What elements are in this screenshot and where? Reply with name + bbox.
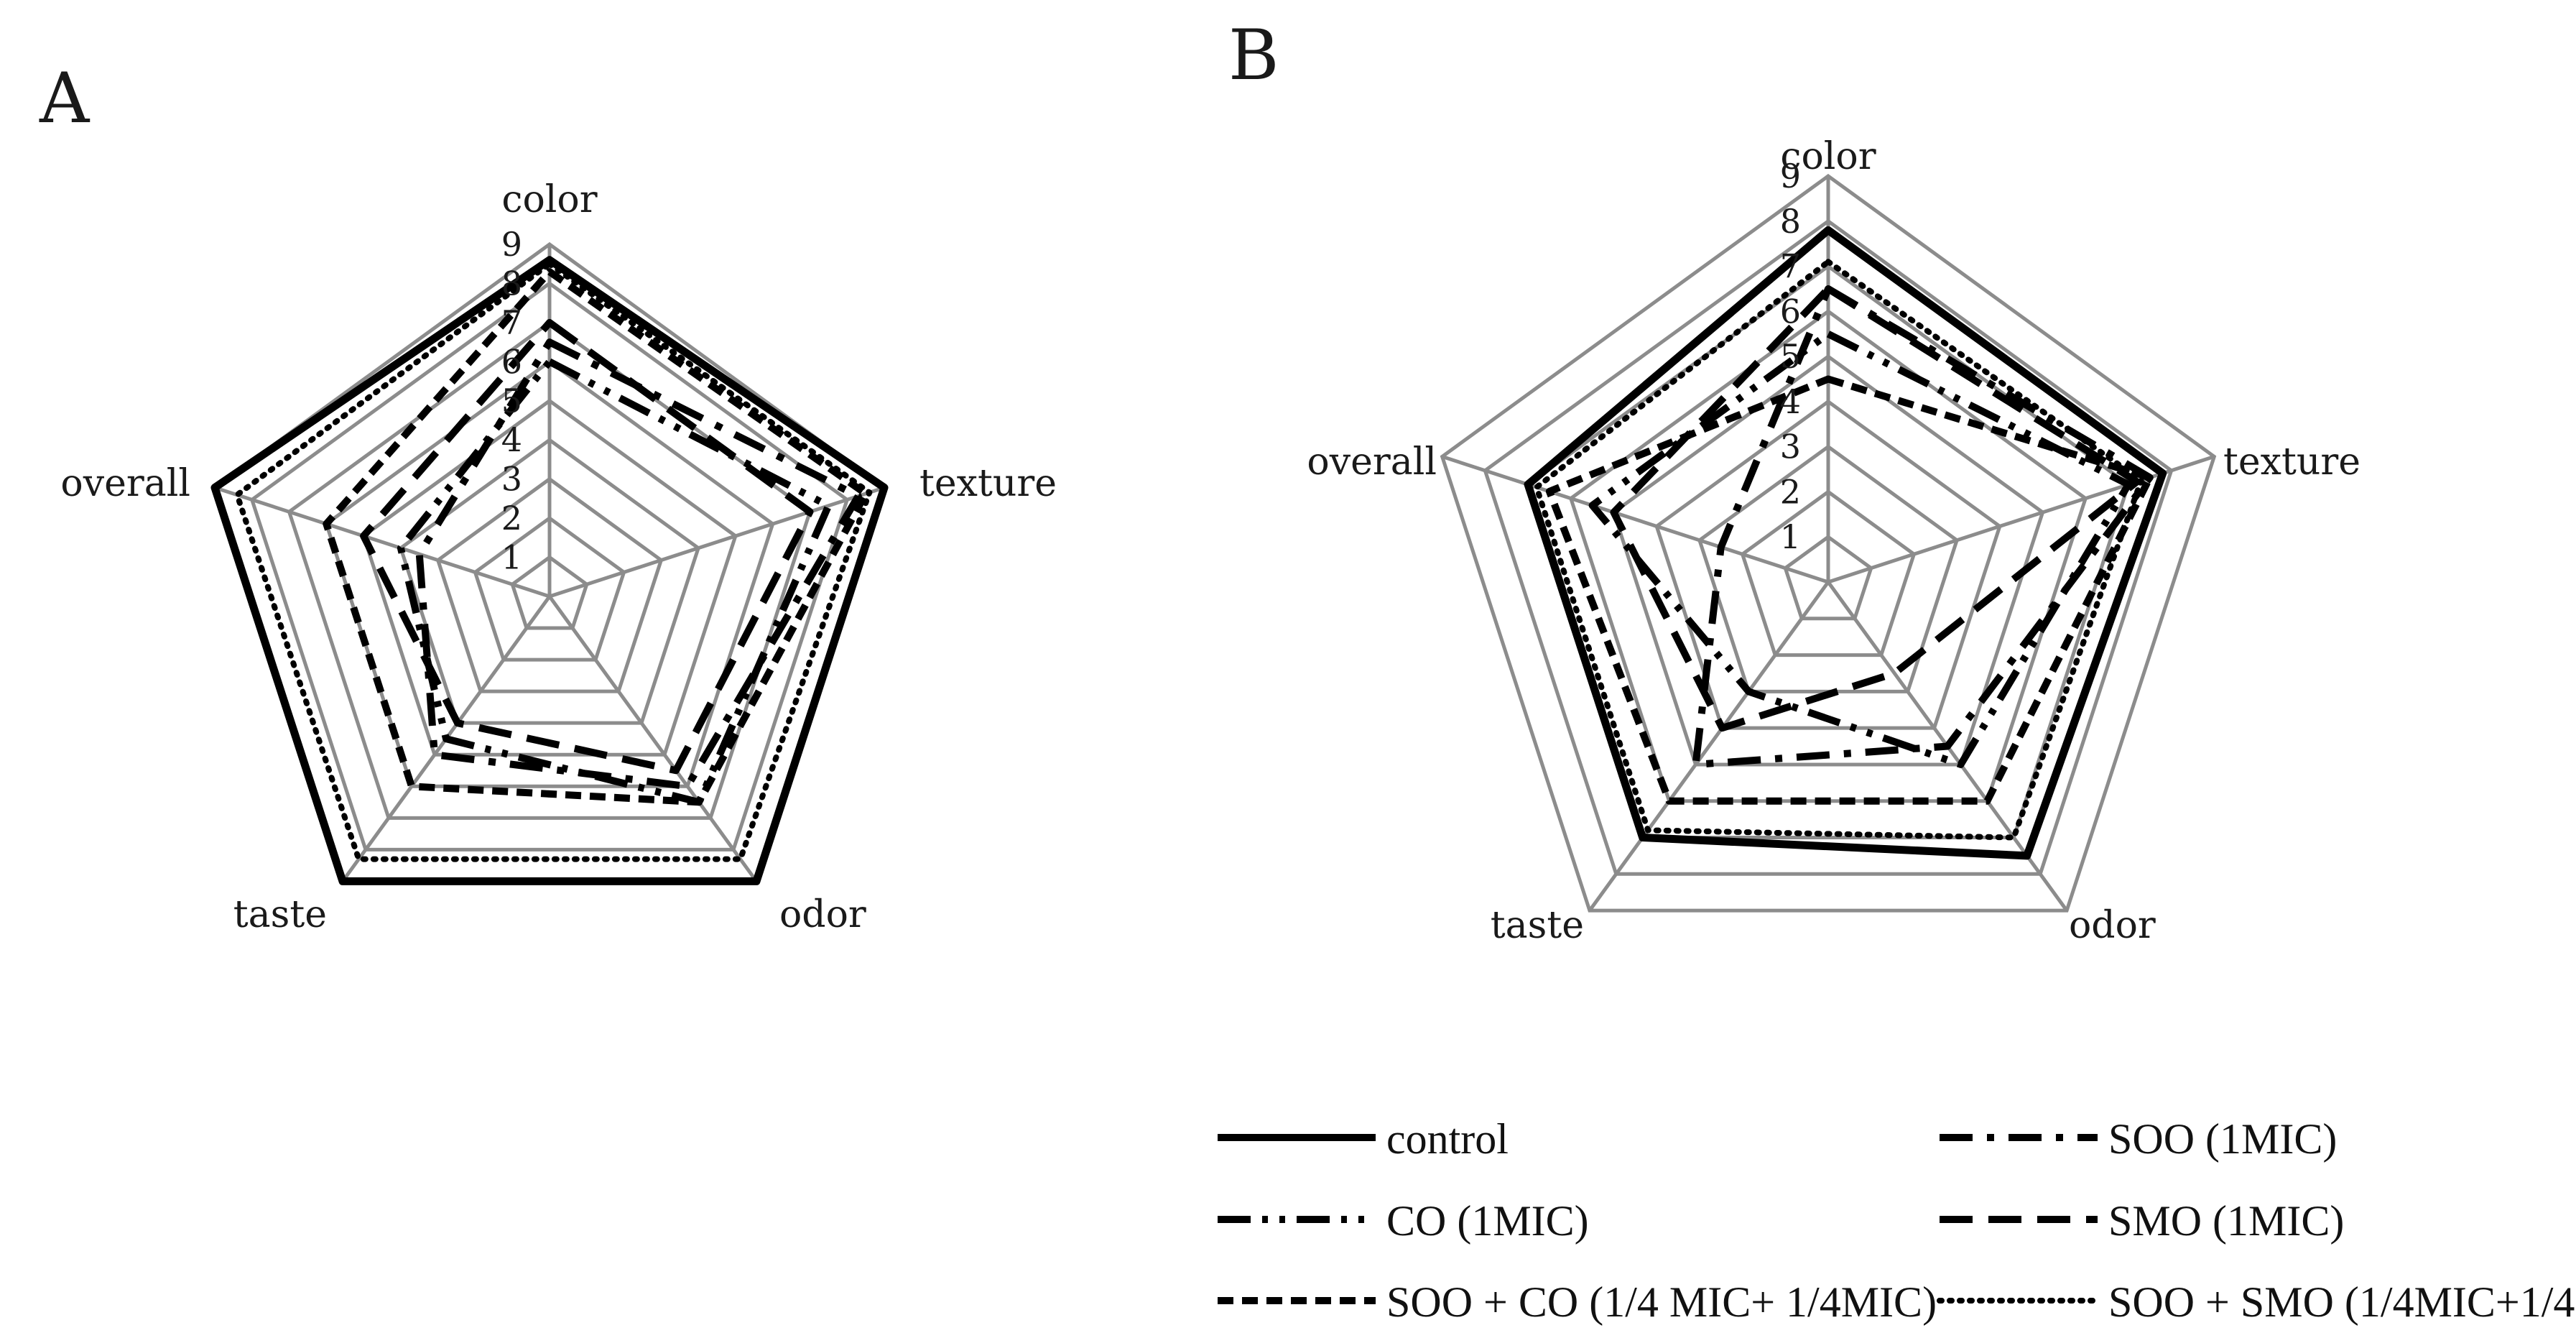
- legend-label-soo: SOO (1MIC): [2108, 1115, 2337, 1163]
- radar-series-b-1: [1692, 285, 2154, 768]
- radar-series-a-1: [415, 338, 862, 790]
- radar-series-b-5: [1534, 259, 2144, 841]
- radar-tick-a-9: 9: [501, 225, 522, 264]
- axis-label-taste-b: taste: [1491, 904, 1584, 947]
- axis-label-taste-a: taste: [233, 893, 327, 936]
- radar-tick-b-3: 3: [1780, 428, 1801, 466]
- legend: control SOO (1MIC) CO (1MIC) SMO (1MIC) …: [1218, 1115, 2576, 1326]
- radar-spoke-a-1: [549, 486, 885, 599]
- radar-series-b: [1524, 226, 2167, 860]
- radar-series-a-2: [397, 358, 833, 806]
- radar-ring-b-8: [1483, 218, 2174, 876]
- radar-ring-a-2: [473, 516, 626, 662]
- radar-ring-a-1: [510, 555, 589, 630]
- radar-series-b-2: [1588, 330, 2132, 768]
- radar-tick-a-6: 6: [501, 342, 522, 381]
- axis-label-overall-a: overall: [60, 462, 190, 505]
- radar-tick-b-4: 4: [1780, 382, 1801, 421]
- axis-label-color-a: color: [501, 178, 597, 221]
- radar-ticks-b: 1 2 3 4 5 6 7 8 9: [1780, 157, 1801, 556]
- radar-spoke-b-3: [1588, 581, 1830, 912]
- radar-tick-b-6: 6: [1780, 292, 1801, 331]
- axis-label-overall-b: overall: [1307, 440, 1437, 484]
- radar-tick-a-2: 2: [501, 499, 522, 537]
- radar-ring-a-3: [435, 476, 664, 693]
- axis-label-odor-a: odor: [779, 893, 866, 936]
- panel-label-b: B: [1228, 15, 1279, 96]
- radar-tick-a-5: 5: [501, 382, 522, 420]
- axis-label-odor-b: odor: [2069, 904, 2156, 947]
- radar-series-a-4: [323, 268, 870, 806]
- legend-label-co: CO (1MIC): [1386, 1197, 1589, 1245]
- legend-label-soo-smo: SOO + SMO (1/4MIC+1/4MIC): [2108, 1278, 2576, 1326]
- radar-tick-b-9: 9: [1780, 157, 1801, 195]
- radar-tick-a-1: 1: [501, 538, 522, 577]
- axis-label-texture-a: texture: [919, 462, 1057, 505]
- panel-label-a: A: [39, 58, 91, 139]
- radar-series-a-5: [234, 261, 873, 862]
- radar-series-b-0: [1524, 226, 2167, 860]
- legend-label-smo: SMO (1MIC): [2108, 1197, 2344, 1245]
- axis-label-texture-b: texture: [2223, 440, 2360, 484]
- radar-tick-a-3: 3: [501, 460, 522, 499]
- radar-series-a-0: [210, 256, 889, 885]
- radar-ring-a-5: [361, 398, 738, 757]
- radar-ring-b-4: [1654, 399, 2002, 730]
- radar-tick-b-1: 1: [1780, 517, 1801, 556]
- radar-tick-a-7: 7: [501, 303, 522, 342]
- radar-ring-a-6: [324, 359, 775, 788]
- radar-series-a: [210, 256, 889, 885]
- radar-series-b-3: [1610, 285, 2141, 732]
- radar-ring-a-4: [398, 438, 701, 725]
- legend-label-soo-co: SOO + CO (1/4 MIC+ 1/4MIC): [1386, 1278, 1937, 1326]
- legend-label-control: control: [1386, 1115, 1509, 1163]
- radar-ring-b-2: [1740, 489, 1917, 658]
- radar-tick-b-2: 2: [1780, 472, 1801, 511]
- radar-tick-b-8: 8: [1780, 202, 1801, 241]
- radar-tick-a-4: 4: [501, 420, 522, 459]
- radar-spoke-a-2: [547, 595, 759, 882]
- radar-series-b-4: [1545, 375, 2154, 805]
- axis-label-color-b: color: [1780, 135, 1876, 178]
- radar-panel-b: B 1 2 3 4 5 6 7 8 9 color texture odor taste ove…: [1228, 15, 2360, 947]
- radar-tick-b-5: 5: [1780, 337, 1801, 376]
- radar-tick-a-8: 8: [501, 264, 522, 303]
- radar-series-a-3: [360, 318, 814, 775]
- radar-tick-b-7: 7: [1780, 247, 1801, 286]
- radar-spoke-a-4: [214, 486, 550, 599]
- radar-ring-b-1: [1783, 535, 1873, 621]
- radar-ring-b-5: [1611, 354, 2045, 767]
- radar-ring-b-9: [1440, 173, 2217, 913]
- radar-spoke-b-4: [1441, 455, 1829, 584]
